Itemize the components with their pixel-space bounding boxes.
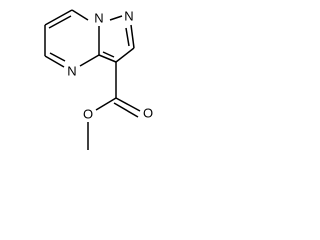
bond-c3-c3a-double <box>102 51 115 58</box>
bond-c2-c3 <box>115 47 135 63</box>
bond-c5-n4-double <box>49 52 66 62</box>
atom-n2-label: N <box>124 9 133 24</box>
atom-n1-label: N <box>94 11 103 26</box>
bond-carbonyl-oxygen <box>115 97 141 112</box>
bond-c5-n4 <box>44 55 65 68</box>
bond-n1-n2 <box>109 15 123 21</box>
bond-c7-c6-double <box>48 15 72 29</box>
atom-n4-label: N <box>67 64 76 79</box>
bond-n2-c2-double <box>125 27 130 47</box>
atom-carbonyl-oxygen-label: O <box>143 106 153 121</box>
bond-n4-c3a <box>79 54 100 67</box>
bond-carbonyl-oxygen-double <box>113 102 139 118</box>
bond-c7-c6 <box>44 9 73 26</box>
structure-diagram: N N N O O <box>44 9 153 150</box>
atom-ester-oxygen-label: O <box>83 107 93 122</box>
bond-carbonyl-ester-oxygen <box>95 97 117 111</box>
bond-c3-c3a <box>98 54 117 63</box>
bond-c7-n1 <box>71 9 89 21</box>
bond-n2-c2 <box>130 24 135 49</box>
